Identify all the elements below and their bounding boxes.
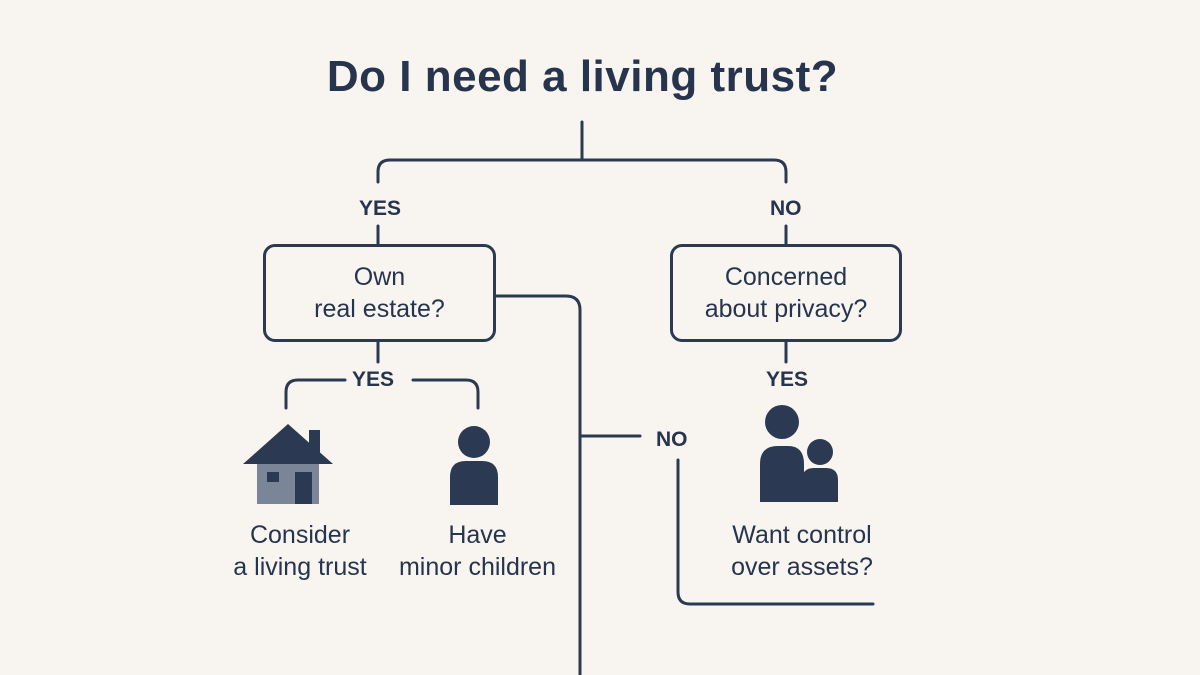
own-real-estate-line1: Own bbox=[353, 263, 406, 291]
real-estate-yes-right-line bbox=[411, 378, 480, 410]
house-icon bbox=[243, 424, 333, 504]
real-estate-yes-label: YES bbox=[352, 368, 395, 391]
concerned-privacy-line2: about privacy? bbox=[704, 295, 868, 323]
root-yes-label: YES bbox=[359, 197, 402, 220]
parent-child-icon bbox=[760, 405, 838, 502]
control-loop-line bbox=[676, 458, 875, 606]
page-title: Do I need a living trust? bbox=[326, 52, 839, 101]
minor-children-outcome: Have minor children bbox=[385, 519, 570, 583]
own-real-estate-node: Own real estate? bbox=[263, 244, 496, 342]
concerned-privacy-node: Concerned about privacy? bbox=[670, 244, 902, 342]
consider-trust-outcome: Consider a living trust bbox=[210, 519, 390, 583]
privacy-yes-label: YES bbox=[766, 368, 809, 391]
root-split-line bbox=[376, 158, 788, 184]
real-estate-no-line bbox=[494, 294, 582, 675]
control-assets-outcome: Want control over assets? bbox=[702, 519, 902, 583]
person-icon bbox=[450, 426, 498, 505]
control-assets-line2: over assets? bbox=[731, 553, 873, 581]
control-assets-line1: Want control bbox=[732, 521, 872, 549]
minor-children-line1: Have bbox=[448, 521, 507, 549]
concerned-privacy-line1: Concerned bbox=[724, 263, 848, 291]
own-real-estate-line2: real estate? bbox=[314, 295, 445, 323]
real-estate-yes-left-line bbox=[284, 378, 347, 410]
minor-children-line2: minor children bbox=[398, 553, 556, 581]
consider-trust-line1: Consider bbox=[249, 521, 351, 549]
root-no-label: NO bbox=[770, 197, 802, 220]
consider-trust-line2: a living trust bbox=[233, 553, 367, 581]
real-estate-no-label: NO bbox=[656, 428, 688, 451]
